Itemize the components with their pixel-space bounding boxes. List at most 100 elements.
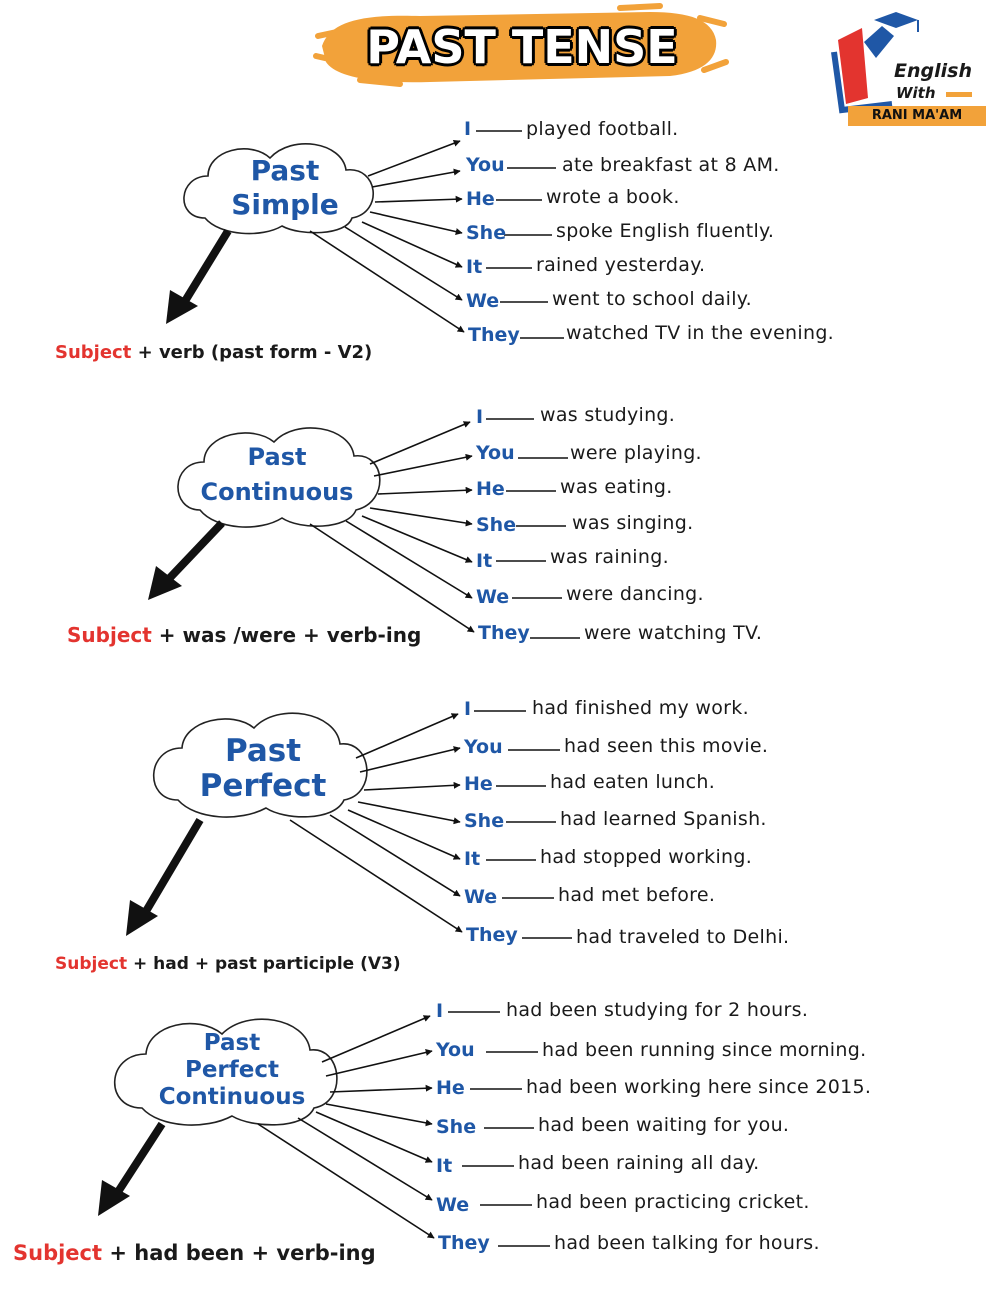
tense-label-past-simple: Past Simple [205, 154, 365, 221]
pronoun-it: It [476, 550, 493, 572]
pronoun-you: You [476, 442, 515, 464]
sentence: had stopped working. [540, 846, 753, 868]
cloud-past-perfect [152, 712, 368, 818]
sentence: had met before. [558, 884, 716, 906]
pronoun-she: She [436, 1116, 477, 1138]
sentence: had learned Spanish. [560, 808, 767, 830]
sentence: had eaten lunch. [550, 771, 716, 793]
sentence: had been running since morning. [542, 1039, 867, 1061]
pronoun-it: It [466, 256, 483, 278]
pronoun-they: They [438, 1232, 490, 1254]
pronoun-i: I [464, 698, 472, 720]
connectors-past-simple [309, 130, 564, 339]
pronoun-you: You [436, 1039, 475, 1061]
formula-subject: Subject [13, 1241, 103, 1265]
sentence: had been practicing cricket. [536, 1191, 810, 1213]
sentence: watched TV in the evening. [566, 322, 835, 344]
sentence: had seen this movie. [564, 735, 769, 757]
sentence: had finished my work. [532, 697, 749, 719]
pronoun-we: We [464, 886, 498, 908]
formula-arrow-past-perfect-continuous [98, 1121, 166, 1216]
sentence: were dancing. [566, 583, 704, 605]
connectors-past-perfect-continuous [257, 1011, 550, 1247]
sentence: was raining. [550, 546, 669, 568]
pronoun-he: He [436, 1077, 465, 1099]
sentence: had been working here since 2015. [526, 1076, 872, 1098]
formula-subject: Subject [67, 623, 152, 647]
formula-rest: + had been + verb-ing [102, 1241, 376, 1265]
connectors-past-continuous [309, 418, 580, 639]
sentence: had been studying for 2 hours. [506, 999, 809, 1021]
pronoun-i: I [464, 118, 472, 140]
pronoun-he: He [464, 773, 493, 795]
cloud-past-simple [183, 143, 375, 235]
formula-arrow-past-continuous [148, 520, 225, 600]
tense-label-line: Perfect [199, 768, 327, 805]
pronoun-it: It [464, 848, 481, 870]
pronoun-he: He [476, 478, 505, 500]
sentence: were watching TV. [584, 622, 763, 644]
sentence: were playing. [570, 442, 702, 464]
tense-label-line: Perfect [184, 1057, 280, 1084]
title-brush [313, 3, 729, 87]
formula-past-perfect: Subject + had + past participle (V3) [55, 954, 401, 974]
sentence: went to school daily. [552, 288, 752, 310]
sentence: had been talking for hours. [554, 1232, 820, 1254]
pronoun-she: She [476, 514, 517, 536]
tense-label-past-continuous: Past Continuous [196, 440, 358, 510]
sentence: had been raining all day. [518, 1152, 760, 1174]
pronoun-she: She [466, 222, 507, 244]
cloud-past-perfect-continuous [113, 1018, 338, 1126]
tense-label-line: Simple [231, 187, 339, 221]
tense-label-line: Past [247, 443, 307, 471]
tense-label-line: Continuous [158, 1084, 306, 1111]
sentence: was singing. [572, 512, 694, 534]
sentence: played football. [526, 118, 679, 140]
formula-past-continuous: Subject + was /were + verb-ing [67, 623, 421, 647]
pronoun-we: We [436, 1194, 470, 1216]
formula-subject: Subject [55, 954, 128, 974]
sentence: had traveled to Delhi. [576, 926, 790, 948]
formula-rest: + verb (past form - V2) [131, 342, 373, 363]
logo-word-english: English [894, 60, 972, 82]
pronoun-they: They [478, 622, 530, 644]
logo-word-with: With [896, 84, 936, 102]
sentence: was eating. [560, 476, 673, 498]
pronoun-she: She [464, 810, 505, 832]
tense-label-past-perfect-continuous: Past Perfect Continuous [140, 1030, 324, 1111]
tense-label-line: Continuous [200, 477, 354, 506]
pronoun-they: They [466, 924, 518, 946]
title-banner: PAST TENSE [322, 8, 722, 88]
formula-past-perfect-continuous: Subject + had been + verb-ing [13, 1241, 376, 1265]
pronoun-it: It [436, 1155, 453, 1177]
formula-subject: Subject [55, 342, 132, 363]
formula-arrow-past-perfect [126, 817, 204, 936]
pronoun-we: We [466, 290, 500, 312]
sentence: wrote a book. [546, 186, 680, 208]
sentence: spoke English fluently. [556, 220, 775, 242]
pronoun-we: We [476, 586, 510, 608]
sentence: was studying. [540, 404, 676, 426]
logo-band: RANI MA'AM [848, 106, 986, 126]
pronoun-he: He [466, 188, 495, 210]
formula-arrow-past-simple [166, 228, 232, 324]
tense-label-line: Past [203, 1030, 261, 1056]
sentence: ate breakfast at 8 AM. [562, 154, 780, 176]
formula-rest: + was /were + verb-ing [151, 623, 422, 647]
formula-past-simple: Subject + verb (past form - V2) [55, 342, 372, 363]
pronoun-you: You [464, 736, 503, 758]
sentence: had been waiting for you. [538, 1114, 790, 1136]
sentence: rained yesterday. [536, 254, 706, 276]
tense-label-line: Past [250, 154, 320, 187]
formula-rest: + had + past participle (V3) [127, 954, 401, 974]
cloud-past-continuous [177, 427, 381, 528]
pronoun-i: I [436, 1000, 444, 1022]
page-title: PAST TENSE [366, 20, 678, 74]
pronoun-they: They [468, 324, 520, 346]
pronoun-i: I [476, 406, 484, 428]
pronoun-you: You [466, 154, 505, 176]
connectors-past-perfect [289, 710, 572, 939]
tense-label-line: Past [224, 733, 302, 769]
tense-label-past-perfect: Past Perfect [178, 733, 348, 805]
